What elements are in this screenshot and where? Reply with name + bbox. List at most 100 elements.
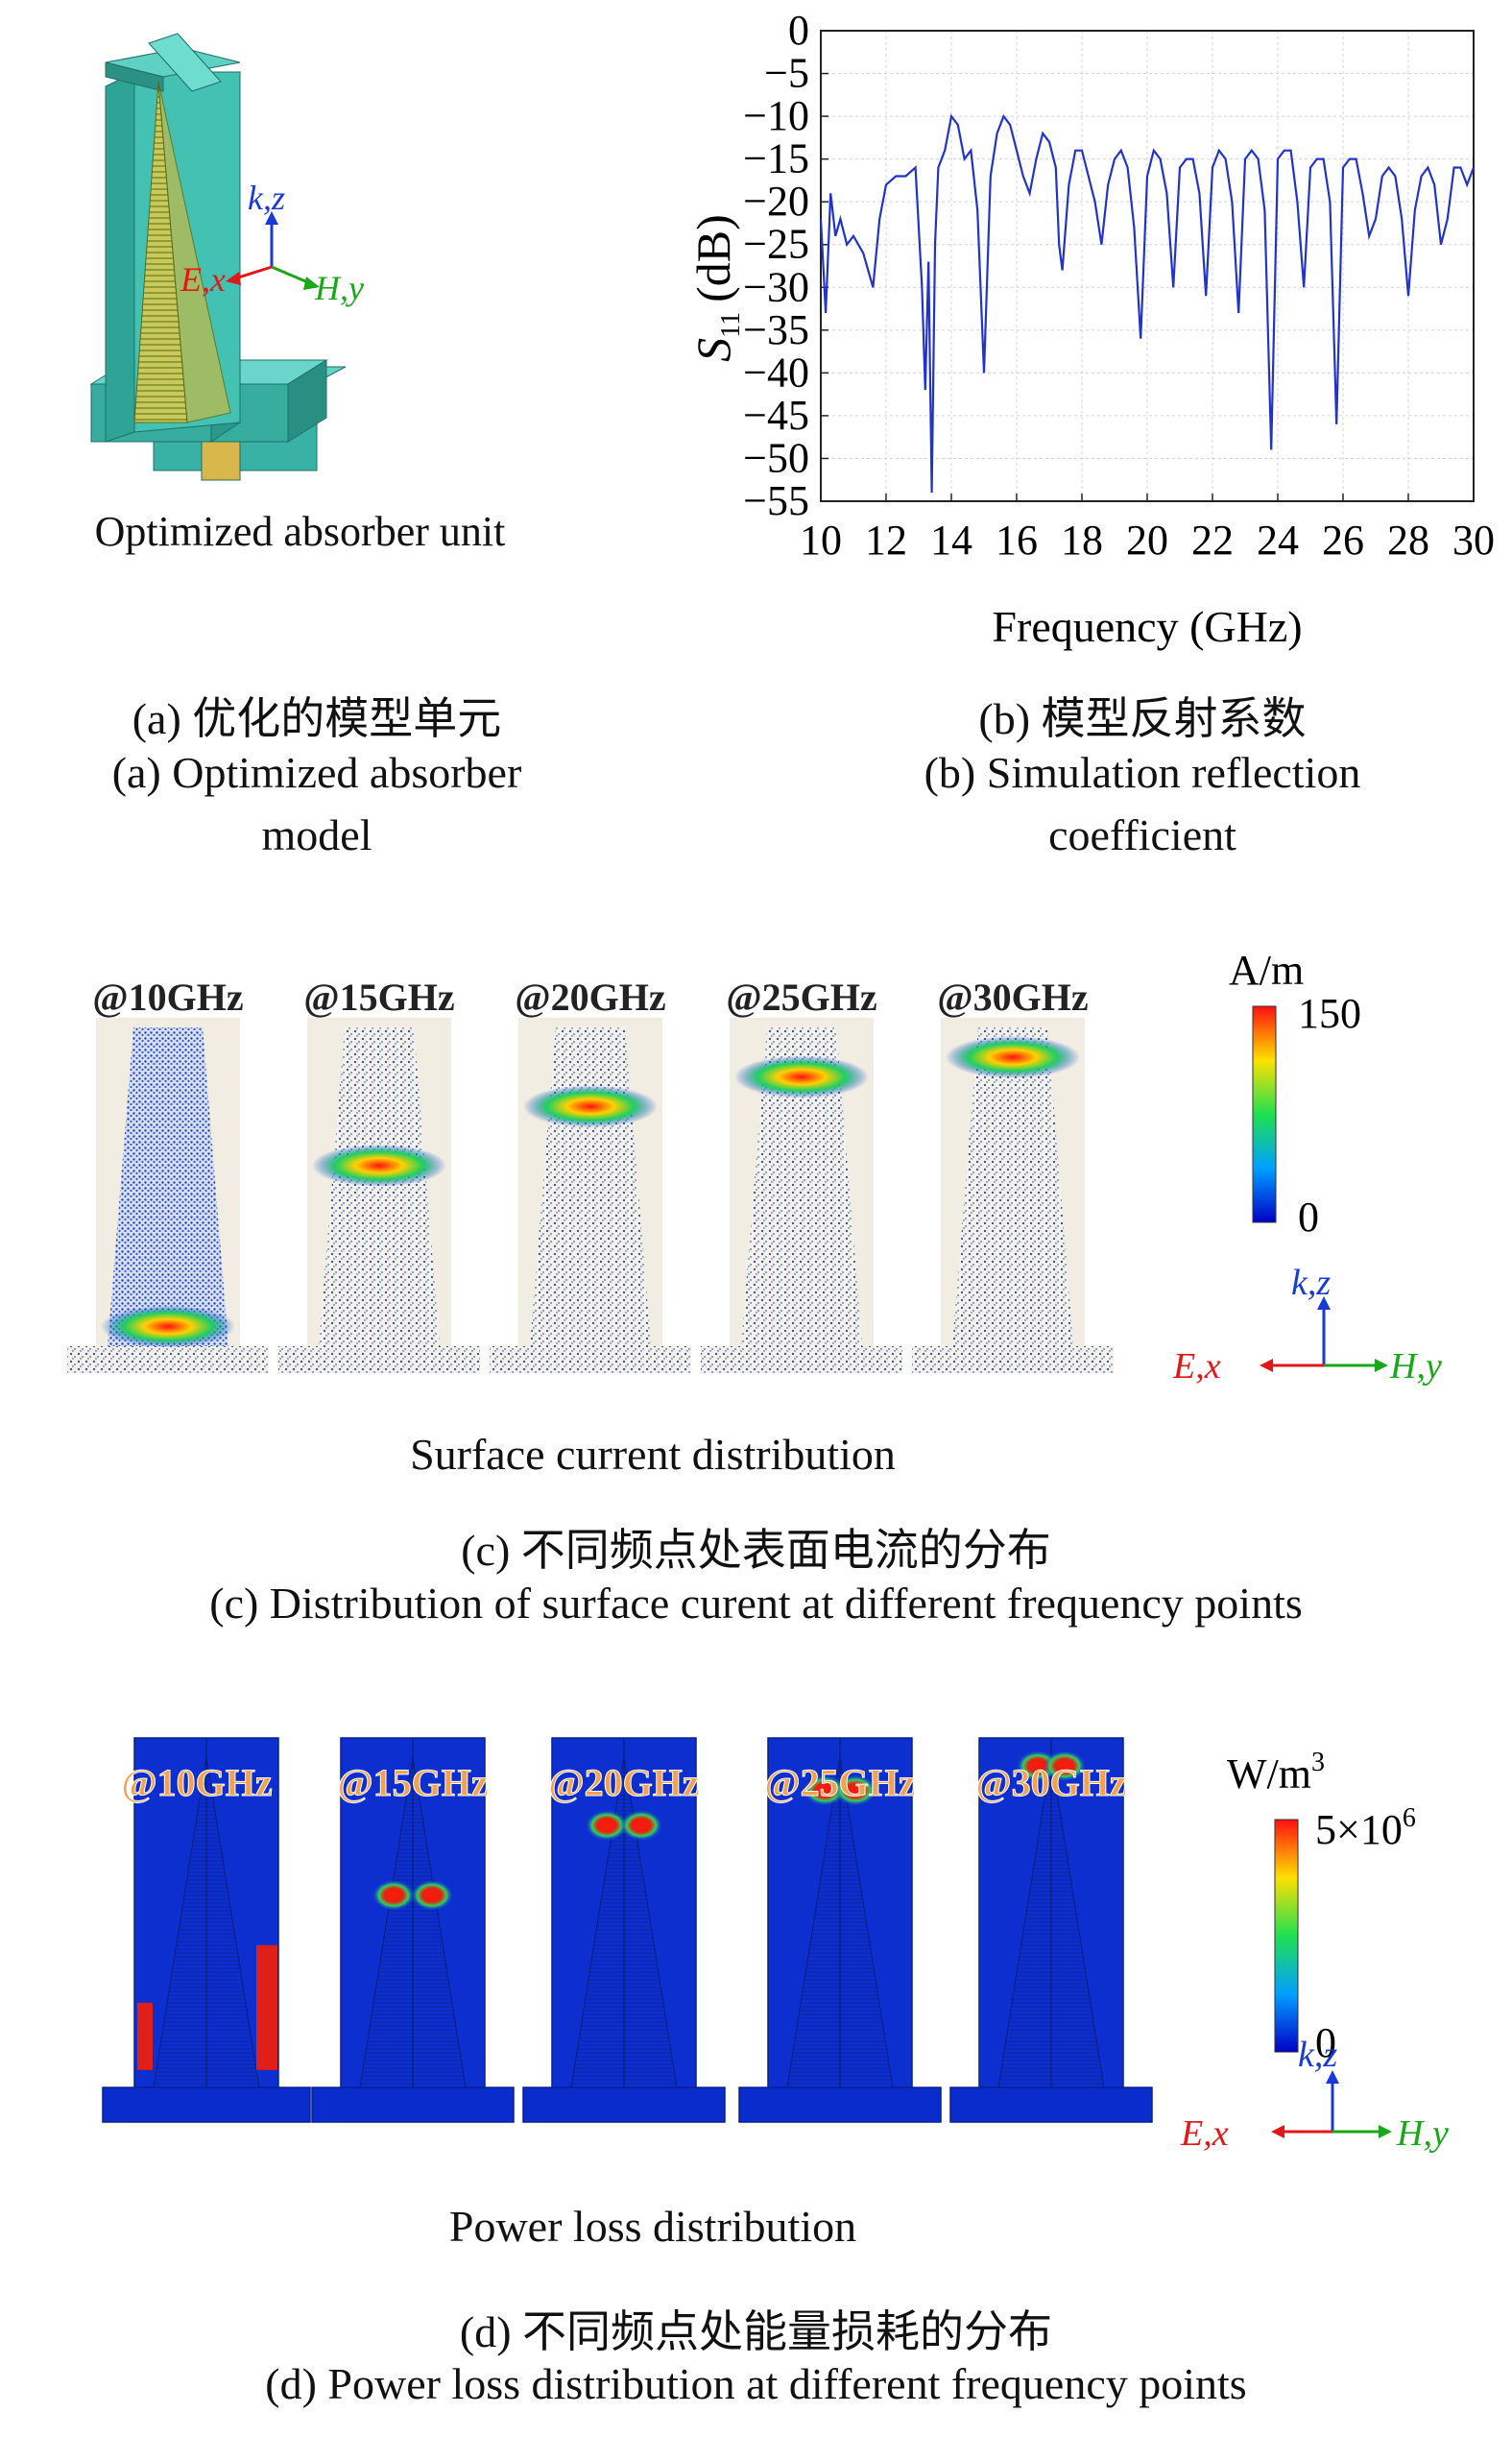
column-body (319, 1027, 440, 1346)
axis-k-label: k,z (1298, 2035, 1337, 2075)
column-base (912, 1346, 1114, 1373)
x-tick-label: 28 (1387, 517, 1429, 564)
axis-e-label: E,x (1172, 1346, 1221, 1387)
power-loss-colorbar-min: 0 (1315, 2019, 1336, 2066)
panel-c-inner-caption: Surface current distribution (410, 1430, 896, 1479)
column-base (949, 2087, 1153, 2123)
loss-hotspot (411, 1879, 453, 1911)
loss-hotspot (620, 1810, 662, 1841)
chart-grid (820, 30, 1475, 502)
axis-h-label: H,y (1396, 2113, 1449, 2154)
column-base (311, 2087, 515, 2123)
y-tick-label: −30 (743, 263, 809, 310)
x-tick-label: 16 (996, 517, 1038, 564)
column-base (738, 2087, 942, 2123)
axis-h-label: H,y (314, 269, 364, 307)
power-loss-figure: @10GHz@15GHz@20GHz@25GHz@30GHz W/m3 5×10… (102, 1737, 1449, 2154)
x-tick-label: 10 (800, 517, 842, 564)
power-loss-colorbar-max: 5×106 (1315, 1803, 1416, 1853)
x-axis-title: Frequency (GHz) (992, 602, 1302, 651)
panel-b-caption-cn: (b) 模型反射系数 (978, 694, 1307, 743)
loss-hotspot (256, 1944, 277, 2070)
panel-a-caption-cn: (a) 优化的模型单元 (132, 694, 502, 743)
panel-a-inner-caption: Optimized absorber unit (94, 508, 506, 555)
current-colorbar (1252, 1005, 1277, 1223)
y-tick-label: −35 (743, 306, 809, 353)
current-column (490, 1018, 691, 1373)
current-freq-label: @30GHz (937, 976, 1088, 1019)
column-base (490, 1346, 691, 1373)
column-base (278, 1346, 480, 1373)
y-tick-label: 0 (788, 7, 809, 54)
current-hotspot (101, 1305, 235, 1348)
s11-series-line (819, 113, 1476, 494)
column-body (108, 1027, 228, 1346)
current-colorbar-max: 150 (1298, 990, 1361, 1037)
axis-k-label: k,z (248, 179, 285, 217)
y-tick-label: −5 (764, 50, 809, 97)
surface-current-figure: @10GHz @15GHz @20GHz @25GHz @30GHz A/m 150 0… (67, 947, 1442, 1387)
current-column (67, 1018, 269, 1373)
loss-hotspot (586, 1810, 628, 1841)
column-body (741, 1027, 862, 1346)
column-body (952, 1027, 1073, 1346)
column-base (701, 1346, 902, 1373)
axis-e-label: E,x (180, 260, 226, 299)
y-axis-title: S11(dB) (686, 214, 746, 362)
loss-hotspot (372, 1879, 415, 1911)
loss-hotspot (137, 2002, 153, 2070)
x-tick-label: 18 (1061, 517, 1103, 564)
power-loss-column (522, 1737, 726, 2123)
x-tick-label: 30 (1452, 517, 1495, 564)
current-colorbar-min: 0 (1298, 1194, 1319, 1241)
panel-c-caption-en: (c) Distribution of surface curent at di… (209, 1579, 1303, 1628)
x-tick-label: 14 (930, 517, 972, 564)
y-tick-label: −20 (743, 178, 809, 225)
panel-b-caption-en-1: (b) Simulation reflection (924, 748, 1361, 797)
axis-e-label: E,x (1180, 2113, 1229, 2154)
x-tick-label: 24 (1257, 517, 1299, 564)
y-tick-label: −55 (743, 477, 809, 524)
loss-hotspot (804, 1774, 846, 1806)
column-base (67, 1346, 269, 1373)
y-tick-label: −15 (743, 135, 809, 182)
panel-a-caption-en-1: (a) Optimized absorber (111, 748, 522, 797)
current-columns (67, 1018, 1114, 1373)
current-hotspot (523, 1085, 658, 1128)
panel-b-caption-en-2: coefficient (1048, 810, 1236, 859)
power-loss-freq-label: @20GHz (548, 1761, 699, 1804)
current-freq-label: @10GHz (92, 976, 243, 1019)
current-freq-labels: @10GHz @15GHz @20GHz @25GHz @30GHz (92, 976, 1088, 1019)
column-base (102, 2087, 311, 2123)
power-loss-colorbar-unit: W/m3 (1227, 1748, 1325, 1797)
current-column (912, 1018, 1114, 1373)
current-hotspot (734, 1055, 869, 1098)
y-tick-label: −50 (743, 434, 809, 481)
current-column (278, 1018, 480, 1373)
axis-k-label: k,z (1291, 1263, 1331, 1303)
current-freq-label: @20GHz (515, 976, 665, 1019)
x-tick-label: 22 (1191, 517, 1234, 564)
power-loss-freq-label: @10GHz (121, 1761, 272, 1804)
y-tick-label: −40 (743, 349, 809, 396)
current-hotspot (946, 1036, 1080, 1079)
column-base (522, 2087, 726, 2123)
current-column (701, 1018, 902, 1373)
power-loss-column (738, 1737, 942, 2123)
y-tick-label: −10 (743, 92, 809, 139)
current-colorbar-unit: A/m (1229, 947, 1304, 994)
panel-d-inner-caption: Power loss distribution (448, 2202, 857, 2251)
current-freq-label: @25GHz (726, 976, 876, 1019)
current-freq-label: @15GHz (303, 976, 454, 1019)
axis-h-label: H,y (1389, 1346, 1442, 1387)
loss-hotspot (834, 1774, 876, 1806)
power-loss-column (949, 1737, 1153, 2123)
power-loss-column (311, 1737, 515, 2123)
y-tick-label: −25 (743, 221, 809, 268)
y-tick-label: −45 (743, 392, 809, 439)
power-loss-freq-labels: @10GHz@15GHz@20GHz@25GHz@30GHz (121, 1761, 1127, 1805)
absorber-unit-model: k,z E,x H,y (89, 33, 364, 481)
panel-d-caption-cn: (d) 不同频点处能量损耗的分布 (459, 2307, 1053, 2356)
power-loss-freq-label: @25GHz (764, 1761, 915, 1804)
